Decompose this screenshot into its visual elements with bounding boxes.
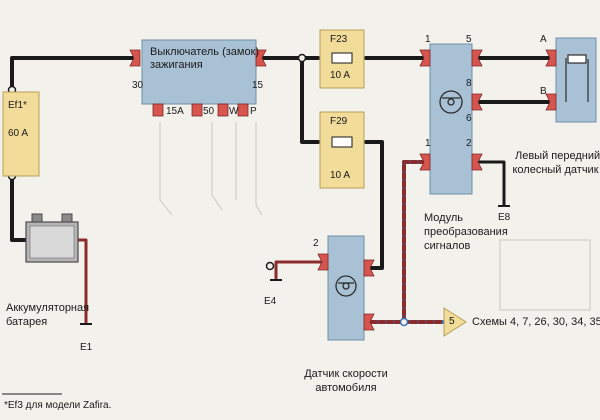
module-connectors <box>419 49 483 171</box>
wheel-sensor-pin-a-label: A <box>540 34 547 45</box>
ignition-pin-15a-label: 15A <box>166 106 184 117</box>
battery-label-1: Аккумуляторная <box>6 302 90 314</box>
ignition-pin-15-label: 15 <box>252 80 264 91</box>
speed-sensor-label-2: автомобиля <box>315 382 377 394</box>
ghost-line-2 <box>211 122 223 211</box>
ghost-line-4 <box>255 122 263 216</box>
junction-dot-f23 <box>297 53 307 63</box>
connector-switch-50 <box>191 103 203 117</box>
fuse-f29-rating: 10 A <box>330 170 351 181</box>
speed-sensor-connectors <box>317 253 375 331</box>
connector-module-6 <box>471 93 483 111</box>
speed-sensor-pin-2-label: 2 <box>313 238 319 249</box>
module-label-2: преобразования <box>424 226 508 238</box>
schemes-ref-text: Схемы 4, 7, 26, 30, 34, 35 <box>472 316 600 328</box>
ghost-line-1 <box>159 122 173 216</box>
wheel-sensor-coil-icon <box>565 54 589 102</box>
connector-speed-signal <box>363 313 375 331</box>
wire-module-to-e8 <box>472 160 506 207</box>
module-pin-8-label: 8 <box>466 78 472 89</box>
connector-sensor-a <box>545 49 557 67</box>
ground-e4-label: E4 <box>264 296 277 307</box>
module-pin-2-label: 2 <box>466 138 472 149</box>
speed-sensor-label-1: Датчик скорости <box>304 368 388 380</box>
ghost-lines <box>159 122 591 311</box>
fuse-f23-element <box>331 52 353 64</box>
fuse-ef1-body <box>2 91 40 177</box>
ignition-pin-p-label: P <box>250 106 257 117</box>
connector-module-1-bottom <box>419 153 431 171</box>
module-label-1: Модуль <box>424 212 463 224</box>
speed-sensor-steering-icon <box>335 275 357 297</box>
ignition-pin-30-label: 30 <box>132 80 144 91</box>
fuse-f29-label: F29 <box>330 116 348 127</box>
schemes-ref-number: 5 <box>449 316 455 327</box>
wheel-sensor-pin-b-label: B <box>540 86 547 97</box>
module-pin-5-label: 5 <box>466 34 472 45</box>
fuse-ef1-rating: 60 A <box>8 128 29 139</box>
wire-branch-to-f29 <box>300 56 320 144</box>
module-steering-icon <box>439 90 463 114</box>
coil-icon-core <box>567 54 587 64</box>
battery-terminal-plus <box>31 213 43 223</box>
module-pin-6-label: 6 <box>466 113 472 124</box>
junction-dot-signal <box>399 317 409 327</box>
connector-module-5 <box>471 49 483 67</box>
connector-speed-2 <box>317 253 329 271</box>
connector-module-1-top <box>419 49 431 67</box>
wheel-sensor-connectors <box>545 49 557 111</box>
ghost-box <box>499 239 591 311</box>
switch-connectors <box>129 49 267 117</box>
ground-e1-label: E1 <box>80 342 93 353</box>
ignition-pin-50-label: 50 <box>203 106 215 117</box>
connector-module-2 <box>471 153 483 171</box>
connector-sensor-b <box>545 93 557 111</box>
module-icon-hub <box>447 98 455 106</box>
module-pin-1-bottom-label: 1 <box>425 138 431 149</box>
connector-switch-w <box>217 103 229 117</box>
wheel-sensor-label-2: колесный датчик <box>512 164 599 176</box>
battery-label-2: батарея <box>6 316 48 328</box>
speed-sensor-body <box>327 235 365 341</box>
wheel-sensor-body <box>555 37 597 123</box>
ignition-pin-w-label: W <box>229 106 239 117</box>
fuse-ef1-label: Ef1* <box>8 100 27 111</box>
connector-switch-30 <box>129 49 141 67</box>
ground-symbols <box>80 205 510 325</box>
module-body <box>429 43 473 195</box>
junction-dot-e4 <box>265 261 275 271</box>
schemes-ref-arrow <box>443 307 467 337</box>
ground-e8-label: E8 <box>498 212 511 223</box>
wheel-sensor-label-1: Левый передний <box>515 150 600 162</box>
module-label-3: сигналов <box>424 240 471 252</box>
fuse-f29-body <box>319 111 365 189</box>
wire-f29-to-speed-sensor <box>364 140 384 270</box>
battery-panel <box>29 225 75 259</box>
fuse-f23-label: F23 <box>330 34 348 45</box>
footnote-text: *Ef3 для модели Zafira. <box>4 400 112 411</box>
module-icon-ring <box>439 90 463 114</box>
ignition-switch-label-2: зажигания <box>150 59 203 71</box>
fuse-f23-rating: 10 A <box>330 70 351 81</box>
ignition-switch-label-1: Выключатель (замок) <box>150 46 260 58</box>
connector-speed-power <box>363 259 375 277</box>
connector-switch-15 <box>255 49 267 67</box>
connector-switch-p <box>237 103 249 117</box>
module-pin-1-top-label: 1 <box>425 34 431 45</box>
wire-speed-sensor-to-e4 <box>274 260 324 280</box>
connector-switch-15a <box>152 103 164 117</box>
battery-terminal-minus <box>61 213 73 223</box>
wire-signal-red-stripe <box>368 160 426 324</box>
fuse-f29-element <box>331 136 353 148</box>
speed-icon-ring <box>335 275 357 297</box>
